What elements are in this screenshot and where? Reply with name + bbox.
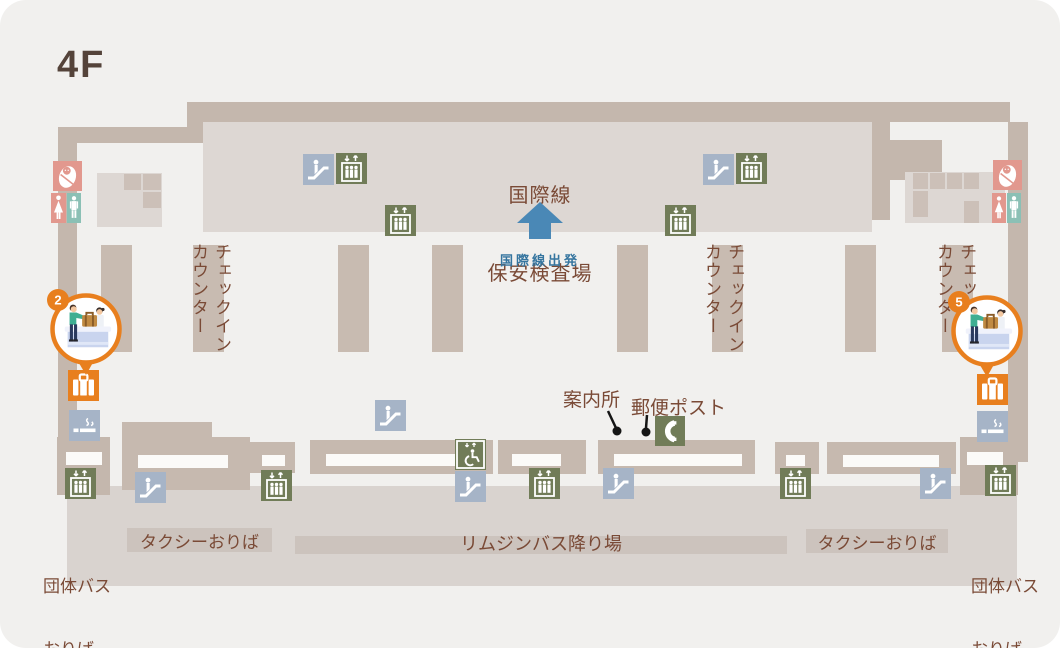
elevator-icon (385, 205, 416, 236)
escalator-icon (303, 154, 334, 185)
checkin-counter-island (617, 245, 648, 352)
elevator-icon (780, 468, 811, 499)
wall-segment (58, 127, 193, 143)
security-area-label: 国際線 保安検査場 (487, 185, 593, 285)
room-block (124, 174, 141, 190)
elevator-icon (336, 153, 367, 184)
checkin-counter-island (338, 245, 369, 352)
departure-arrow-stem (529, 222, 551, 239)
checkin-counter-island (193, 245, 224, 352)
smoking-area-icon (977, 411, 1008, 442)
escalator-icon (375, 400, 406, 431)
escalator-icon (603, 468, 634, 499)
room-block (143, 192, 161, 208)
checkin-counter-label-center: チェックインカウンター (702, 243, 744, 354)
island-slot (326, 454, 458, 466)
island-slot (786, 455, 805, 466)
elevator-icon (985, 465, 1016, 496)
island-slot (843, 455, 939, 467)
escalator-icon (703, 154, 734, 185)
post-box-label: 郵便ポスト (631, 398, 727, 419)
group-bus-label-left: 団体バス おりば (43, 577, 111, 648)
marker-2-number: 2 (54, 293, 61, 308)
room-block (964, 201, 979, 223)
elevator-icon (665, 205, 696, 236)
accessible-elevator-icon (455, 439, 486, 470)
departure-arrow-icon (517, 202, 563, 223)
baby-care-icon (53, 161, 82, 191)
floor-title: 4F (57, 44, 106, 86)
taxi-stand-stripe (806, 529, 948, 553)
checkin-counter-label-left: チェックインカウンター (189, 243, 231, 354)
baggage-counter-icon (68, 370, 99, 401)
baby-care-icon (993, 160, 1022, 190)
elevator-icon (529, 468, 560, 499)
room-block (143, 174, 161, 190)
island-slot (262, 455, 285, 466)
info-desk-label: 案内所 (563, 390, 621, 411)
smoking-area-icon (69, 410, 100, 441)
escalator-icon (920, 468, 951, 499)
checkin-counter-island (845, 245, 876, 352)
marker-5-number: 5 (955, 295, 962, 310)
island-slot (138, 455, 228, 468)
limousine-bus-label: リムジンバス降り場 (460, 534, 622, 554)
checkin-counter-island (432, 245, 463, 352)
group-bus-label-right: 団体バス おりば (971, 577, 1039, 648)
womens-toilet-icon (51, 193, 66, 223)
room-block (930, 173, 945, 189)
island-slot (66, 452, 102, 465)
taxi-stand-stripe (127, 528, 272, 552)
escalator-icon (455, 471, 486, 502)
marker-2[interactable]: 2 (43, 285, 125, 377)
post-box-icon (655, 416, 685, 446)
elevator-icon (261, 470, 292, 501)
mens-toilet-icon (1007, 193, 1021, 223)
marker-5[interactable]: 5 (944, 287, 1026, 379)
elevator-icon (736, 153, 767, 184)
baggage-counter-icon (977, 374, 1008, 405)
departure-direction-label: 国際線出発 (499, 253, 580, 268)
room-block (913, 191, 928, 217)
island-slot (614, 454, 742, 466)
island-slot (967, 452, 1003, 465)
taxi-stand-label-right: タクシーおりば (817, 534, 937, 553)
limousine-bus-stripe (295, 536, 787, 554)
room-block (947, 173, 962, 189)
room-block (913, 173, 928, 189)
elevator-icon (65, 468, 96, 499)
room-block (964, 173, 979, 189)
curb-island (122, 422, 212, 437)
checkin-counter-island (712, 245, 743, 352)
island-slot (512, 454, 561, 466)
escalator-icon (135, 472, 166, 503)
taxi-stand-label-left: タクシーおりば (140, 533, 259, 552)
info-desk-pointer (606, 410, 622, 436)
mens-toilet-icon (67, 193, 81, 223)
wall-segment-top (187, 102, 1010, 122)
womens-toilet-icon (992, 193, 1006, 223)
